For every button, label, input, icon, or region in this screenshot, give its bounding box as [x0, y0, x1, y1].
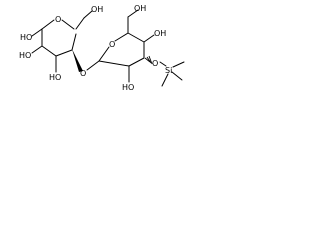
glycosidic-linker: [86, 60, 100, 71]
structure-diagram: O OH HO HO HO O O OH OH HO O Si: [0, 0, 187, 103]
left-c1-hydroxyl-label: HO: [20, 33, 32, 42]
right-c2-hydroxyl-label: HO: [122, 83, 134, 92]
right-ring-oxygen-label: O: [109, 40, 115, 49]
left-ring-oxygen-label: O: [55, 15, 61, 24]
tms-oxygen-label: O: [152, 59, 158, 68]
right-ch2oh-label: OH: [134, 4, 146, 13]
right-ring: [98, 9, 185, 87]
right-c4-hydroxyl-label: OH: [154, 29, 166, 38]
left-c2-hydroxyl-label: HO: [19, 51, 31, 60]
linker-oxygen-label: O: [80, 69, 86, 78]
left-ch2oh-label: OH: [91, 5, 103, 14]
left-ring: [31, 10, 93, 73]
silicon-label: Si: [165, 66, 172, 75]
left-c3-hydroxyl-label: HO: [49, 73, 61, 82]
molecule-drawing: O OH HO HO HO O O OH OH HO O Si: [19, 4, 185, 92]
